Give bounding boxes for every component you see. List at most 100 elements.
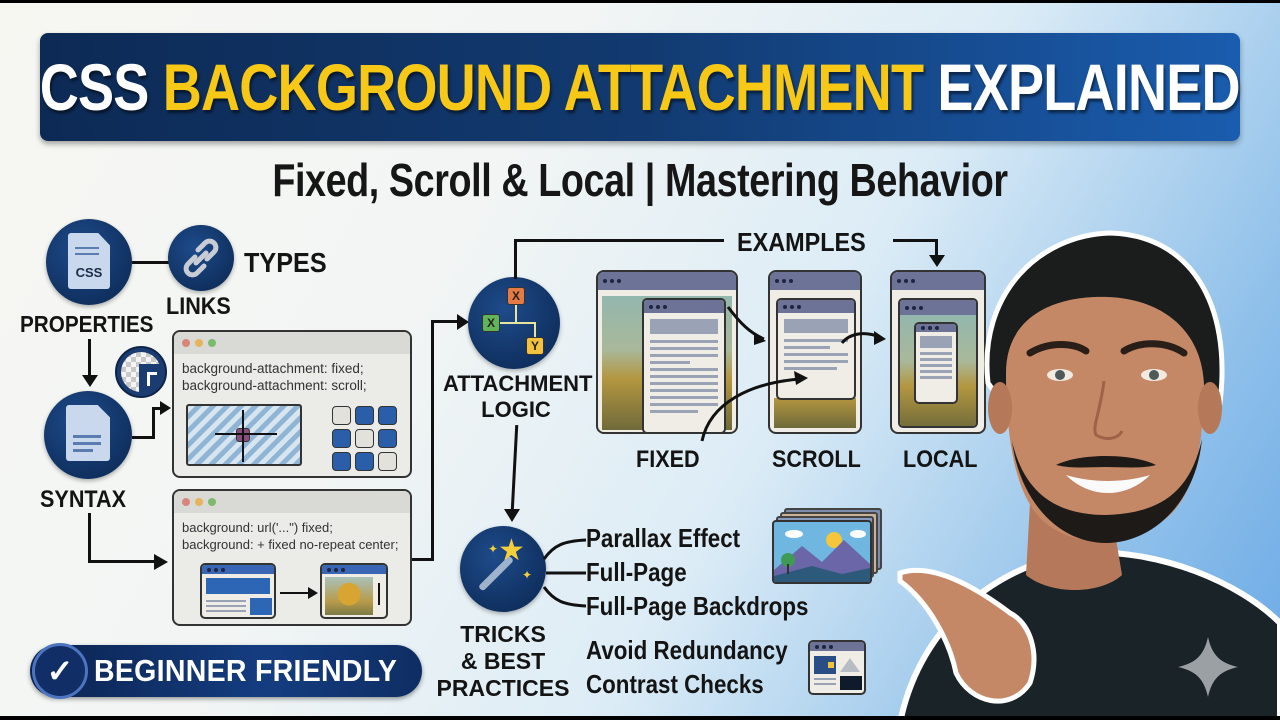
label-line: TRICKS: [460, 621, 546, 647]
fixed-image-icon: [320, 563, 388, 619]
arrow-down-head: [929, 255, 945, 267]
star-icon: ★: [498, 534, 525, 567]
code-window-shorthand: background: url('...") fixed; background…: [172, 489, 412, 626]
attachment-logic-node: X X Y: [468, 277, 560, 369]
tip-avoid-redundancy: Avoid Redundancy: [586, 635, 788, 665]
code-block: background-attachment: fixed; background…: [174, 354, 410, 400]
presenter-photo: [897, 230, 1280, 716]
link-chain-icon: [183, 238, 219, 278]
sparkle-icon: ✦: [522, 568, 533, 582]
tip-parallax: Parallax Effect: [586, 523, 741, 553]
beginner-friendly-badge: ✓ BEGINNER FRIENDLY: [30, 643, 422, 699]
connector-line: [412, 558, 434, 561]
tricks-branch-lines: [542, 538, 587, 608]
connector-line: [935, 239, 938, 255]
label-line: & BEST: [460, 648, 546, 674]
connector-line: [88, 560, 156, 563]
arrow-right-head: [457, 314, 469, 330]
arrow-down-head: [504, 509, 520, 522]
inner-window: [776, 298, 856, 400]
document-icon: [66, 405, 110, 461]
connector-line: [132, 436, 154, 439]
arrow-line: [280, 592, 310, 594]
connector-line: [431, 320, 434, 561]
arrow-down-line: [88, 339, 91, 377]
window-dot-yellow: [195, 498, 203, 506]
example-flow-arrows: [700, 306, 886, 442]
window-dot-red: [182, 339, 190, 347]
scroll-pattern-icon: [186, 404, 302, 466]
example-label-local: LOCAL: [903, 446, 978, 473]
window-dot-green: [208, 498, 216, 506]
label-line: LOGIC: [481, 397, 551, 422]
connector-line: [132, 261, 172, 264]
links-label: LINKS: [166, 293, 231, 320]
code-line: background-attachment: scroll;: [182, 378, 367, 393]
tip-contrast-checks: Contrast Checks: [586, 669, 764, 699]
window-dot-green: [208, 339, 216, 347]
types-label: TYPES: [244, 247, 327, 278]
title-part-highlight: BACKGROUND ATTACHMENT: [163, 50, 924, 124]
subtitle: Fixed, Scroll & Local | Mastering Behavi…: [272, 154, 1008, 206]
title-part-explained: EXPLAINED: [937, 50, 1241, 124]
tile-grid-icon: [332, 406, 397, 471]
connector-line: [431, 320, 459, 323]
code-line: background-attachment: fixed;: [182, 361, 364, 376]
code-line: background: url('...") fixed;: [182, 520, 333, 535]
connector-line: [88, 513, 91, 563]
inner-window: [642, 298, 726, 432]
connector-line: [510, 424, 519, 512]
properties-label: PROPERTIES: [20, 311, 154, 337]
properties-node: CSS: [46, 219, 132, 305]
transparency-icon: [115, 346, 167, 398]
code-line: background: + fixed no-repeat center;: [182, 537, 399, 552]
syntax-node: [44, 391, 132, 479]
parallax-layers-icon: [772, 508, 884, 584]
arrow-right-head: [154, 554, 168, 570]
example-fixed-window: [596, 270, 738, 434]
code-block: background: url('...") fixed; background…: [174, 513, 410, 559]
label-line: PRACTICES: [436, 675, 570, 701]
connector-line: [152, 407, 155, 439]
sparkle-watermark-icon: [1178, 637, 1238, 697]
label-line: ATTACHMENT: [443, 371, 593, 396]
page-title: CSS BACKGROUND ATTACHMENT EXPLAINED: [39, 49, 1241, 125]
code-window-attachment: background-attachment: fixed; background…: [172, 330, 412, 478]
window-dot-yellow: [195, 339, 203, 347]
example-label-fixed: FIXED: [636, 446, 700, 473]
example-label-scroll: SCROLL: [772, 446, 861, 473]
badge-label: BEGINNER FRIENDLY: [94, 653, 398, 688]
arrow-right-head: [160, 401, 171, 415]
axis-y-icon: Y: [526, 337, 544, 355]
thumbnail-canvas: CSS BACKGROUND ATTACHMENT EXPLAINED Fixe…: [0, 3, 1280, 716]
webpage-layout-icon: [200, 563, 276, 619]
tip-full-page-backdrops: Full-Page Backdrops: [586, 591, 809, 621]
window-titlebar: [174, 332, 410, 354]
checkmark-icon: ✓: [32, 643, 88, 699]
contrast-layout-icon: [808, 640, 866, 695]
connector-line: [152, 407, 162, 410]
tip-full-page: Full-Page: [586, 557, 687, 587]
connector-line: [514, 239, 724, 242]
document-icon: CSS: [68, 233, 110, 289]
links-node: [168, 225, 234, 291]
inner-window: [898, 298, 978, 428]
sparkle-icon: ✦: [488, 542, 499, 556]
tricks-node: ★ ✦ ✦: [460, 526, 546, 612]
axis-x-icon: X: [482, 314, 500, 332]
axis-x-icon: X: [507, 287, 525, 305]
syntax-label: SYNTAX: [40, 486, 127, 513]
window-titlebar: [174, 491, 410, 513]
window-dot-red: [182, 498, 190, 506]
title-part-css: CSS: [39, 50, 150, 124]
arrow-down-head: [82, 375, 98, 387]
arrow-right-head: [308, 587, 318, 599]
connector-line: [514, 239, 517, 279]
tricks-label: TRICKS & BEST PRACTICES: [432, 621, 574, 702]
title-banner: CSS BACKGROUND ATTACHMENT EXPLAINED: [39, 33, 1241, 141]
connector-line: [893, 239, 937, 242]
css-icon-text: CSS: [75, 265, 103, 280]
example-scroll-window: [768, 270, 862, 434]
examples-heading: EXAMPLES: [737, 227, 866, 257]
attachment-logic-label: ATTACHMENT LOGIC: [443, 371, 593, 423]
